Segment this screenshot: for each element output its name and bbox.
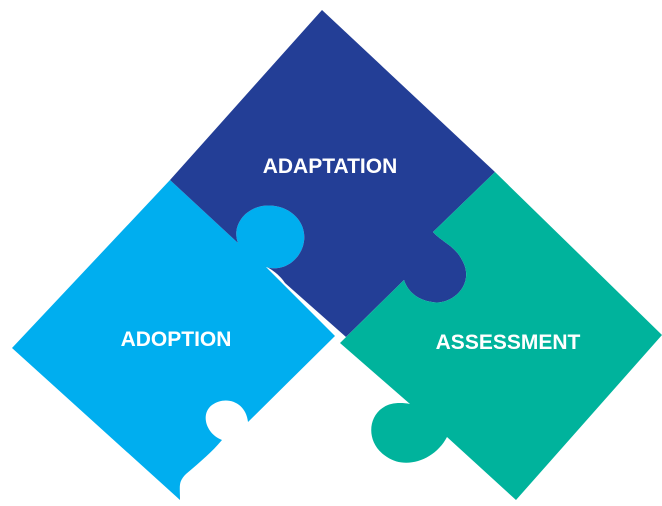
label-adaptation: ADAPTATION: [263, 155, 398, 178]
puzzle-piece-assessment: [340, 172, 662, 500]
puzzle-piece-adoption: [12, 180, 335, 500]
label-adoption: ADOPTION: [121, 328, 232, 351]
puzzle-piece-adaptation: [170, 10, 495, 337]
label-assessment: ASSESSMENT: [436, 331, 581, 354]
